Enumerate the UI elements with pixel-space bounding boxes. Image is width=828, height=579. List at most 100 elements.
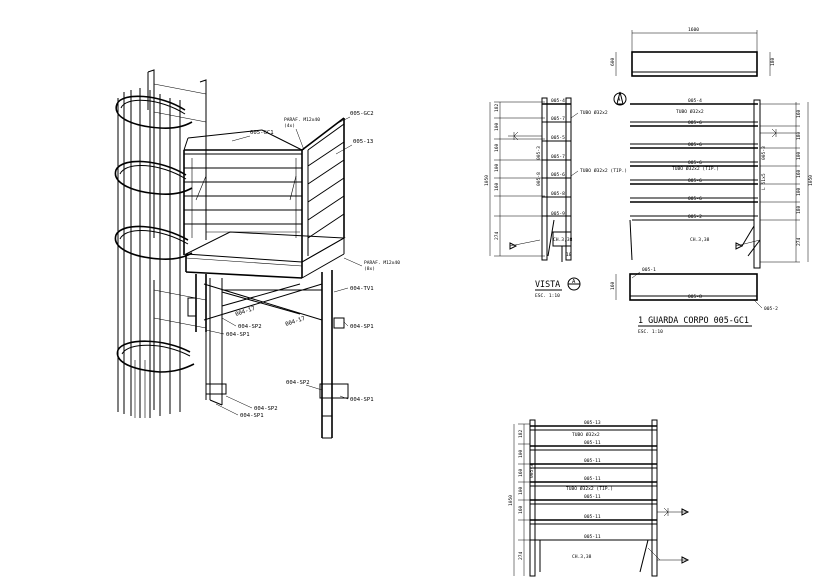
vista-side-code: 005-3	[536, 146, 542, 160]
label-sp1-right: 004-SP1	[350, 324, 374, 330]
label-sp2-base: 004-SP2	[254, 406, 278, 412]
guarda-part-7: 005-2	[688, 214, 702, 220]
guarda-corpo-view: 1600 600 180 A CH.3,38 005-4 005-6 005-6…	[610, 27, 814, 335]
label-bolt-top: PARAF. M12x40	[284, 117, 320, 123]
guarda-dim-7: 274	[796, 237, 802, 246]
guarda-bottom-part-3: 005-2	[764, 306, 778, 312]
label-tv1: 004-TV1	[350, 286, 374, 292]
vista-tube-b: TUBO Ø32x2 (TIP.)	[580, 167, 627, 174]
ladder	[147, 69, 207, 410]
guardrail-gc2	[301, 117, 345, 263]
vista-small-note: 10	[566, 252, 572, 258]
lower-dim-2: 100	[518, 449, 524, 458]
guarda-part-1: 005-4	[688, 98, 702, 104]
lower-dim-3: 160	[518, 468, 524, 477]
guarda-flat: CH.3,38	[690, 237, 710, 243]
lower-side-code: 005-3	[529, 464, 535, 478]
guarda-plan-dim: 600	[610, 57, 616, 66]
vista-part-2: 005-7	[551, 116, 565, 122]
guarda-part-2: 005-6	[688, 120, 702, 126]
guarda-top-dim: 1600	[688, 27, 699, 33]
guarda-tube-b: TUBO Ø32x2 (TIP.)	[672, 165, 719, 172]
vista-tube-a: TUBO Ø32x2	[580, 109, 608, 116]
guarda-dim-2: 180	[796, 131, 802, 140]
vista-part-4: 005-7	[551, 154, 565, 160]
label-sp2-lower: 004-SP2	[286, 380, 310, 386]
guarda-dim-6: 180	[796, 205, 802, 214]
guarda-dim-4: 160	[796, 169, 802, 178]
vista-dim-1: 182	[494, 103, 500, 112]
label-sp2-left: 004-SP2	[238, 324, 262, 330]
lower-dim-6: 274	[518, 551, 524, 560]
label-bolt-bottom: PARAF. M12x40	[364, 260, 400, 266]
label-004-17-a: 004-17	[235, 306, 256, 318]
lower-part-5: 005-11	[584, 494, 601, 500]
vista-total: 1050	[484, 175, 490, 186]
guarda-dim-5: 100	[796, 187, 802, 196]
lower-part-6: 005-11	[584, 514, 601, 520]
guarda-total: 1050	[808, 175, 814, 186]
lower-part-1: 005-13	[584, 420, 601, 426]
lower-elevation-view: 182 100 160 100 160 274 1050 005-13 005-…	[508, 419, 690, 577]
guarda-tube-a: TUBO Ø32x2	[676, 108, 704, 115]
vista-dim-5: 160	[494, 182, 500, 191]
guarda-scale: ESC. 1:10	[638, 329, 663, 335]
label-bolt-top-qty: (4x)	[284, 123, 295, 129]
lower-flat: CH.3,38	[572, 554, 592, 560]
vista-part-1: 005-4	[551, 98, 565, 104]
label-005-13: 005-13	[353, 139, 373, 145]
vista-dim-3: 160	[494, 143, 500, 152]
guarda-part-3: 005-6	[688, 142, 702, 148]
lower-part-2: 005-11	[584, 440, 601, 446]
vista-part-5: 005-6	[551, 172, 565, 178]
vista-dim-4: 100	[494, 163, 500, 172]
guarda-dim-1: 160	[796, 109, 802, 118]
guarda-view-marker: A	[617, 97, 621, 103]
label-gc2: 005-GC2	[350, 111, 374, 117]
isometric-view: 005-GC2 005-GC1 005-13 PARAF. M12x40 (4x…	[114, 69, 400, 439]
label-sp1-base: 004-SP1	[240, 413, 264, 419]
guarda-part-4: 005-6	[688, 160, 702, 166]
vista-flat-label: CH.3,38	[553, 237, 573, 243]
safety-cage	[114, 88, 195, 418]
vista-dim-2: 100	[494, 122, 500, 131]
vista-side-code-2: 005-8	[536, 172, 542, 186]
guarda-side-code: 005-3	[761, 146, 767, 160]
support-frame	[187, 270, 349, 439]
label-bolt-bottom-qty: (8x)	[364, 266, 375, 272]
guarda-part-5: 005-6	[688, 178, 702, 184]
lower-total: 1050	[508, 495, 514, 506]
guarda-plan-dim-right: 180	[770, 57, 776, 66]
vista-title: VISTA	[535, 279, 560, 289]
guarda-part-6: 005-6	[688, 196, 702, 202]
lower-tube-a: TUBO Ø32x2	[572, 431, 600, 438]
lower-part-4: 005-11	[584, 476, 601, 482]
lower-part-7: 005-11	[584, 534, 601, 540]
lower-dim-1: 182	[518, 429, 524, 438]
vista-marker: A	[572, 279, 576, 285]
label-gc1: 005-GC1	[250, 130, 274, 136]
vista-part-3: 005-5	[551, 135, 565, 141]
guarda-bottom-part-2: 005-8	[688, 294, 702, 300]
vista-scale: ESC. 1:10	[535, 293, 560, 299]
guarda-side-code-2: L 51x5	[761, 173, 767, 190]
guarda-bottom-dim: 160	[610, 281, 616, 290]
vista-part-7: 005-9	[551, 211, 565, 217]
vista-a-view: 182 100 160 100 160 274 1050 CH.3,38 005…	[484, 97, 627, 299]
guarda-dim-3: 100	[796, 151, 802, 160]
platform-deck	[184, 231, 346, 279]
label-004-17-b: 004-17	[285, 316, 306, 328]
label-sp1-left: 004-SP1	[226, 332, 250, 338]
guarda-bottom-part-1: 005-1	[642, 267, 656, 273]
vista-dim-6: 274	[494, 231, 500, 240]
iso-callouts: 005-GC2 005-GC1 005-13 PARAF. M12x40 (4x…	[205, 111, 400, 419]
label-sp1-lower: 004-SP1	[350, 397, 374, 403]
lower-dim-4: 100	[518, 486, 524, 495]
vista-part-6: 005-8	[551, 191, 565, 197]
lower-tube-b: TUBO Ø32x2 (TIP.)	[566, 485, 613, 492]
guarda-title: 1 GUARDA CORPO 005-GC1	[638, 315, 749, 325]
lower-dim-5: 160	[518, 505, 524, 514]
lower-part-3: 005-11	[584, 458, 601, 464]
guardrail-gc1	[183, 129, 303, 262]
